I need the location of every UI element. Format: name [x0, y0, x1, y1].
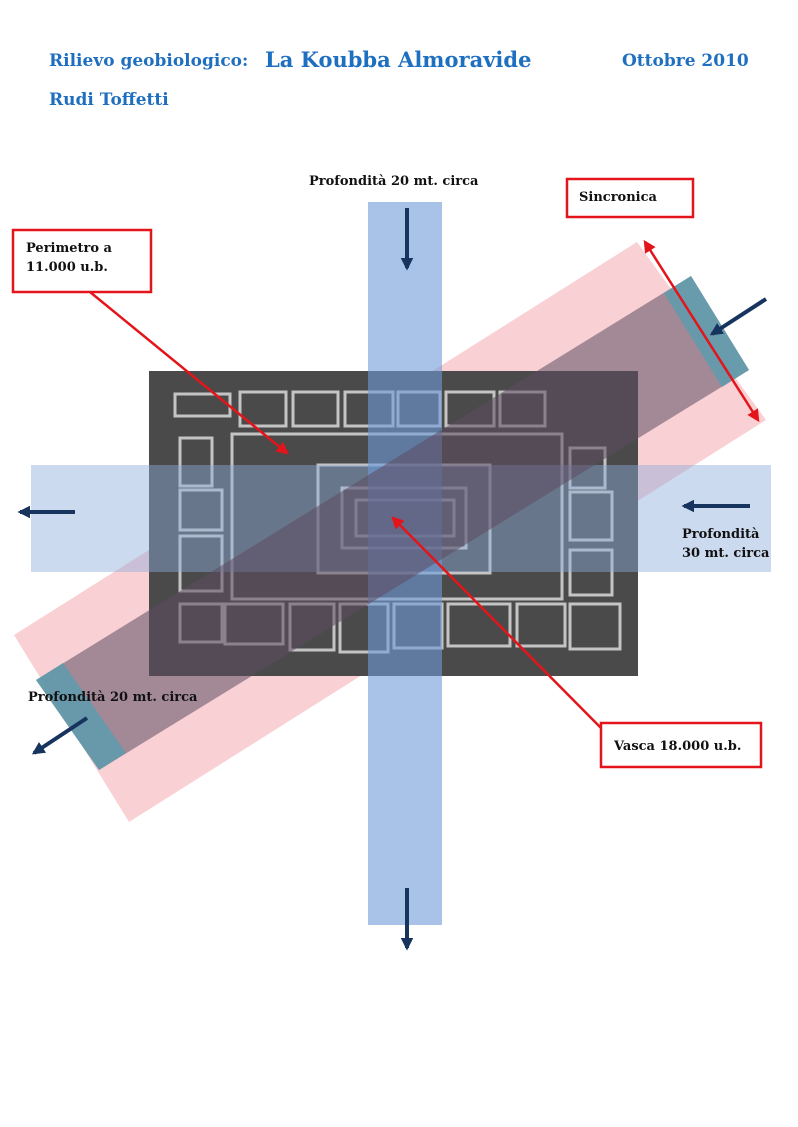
sincronica-callout-box	[565, 177, 695, 219]
sincronica-width-arrow	[643, 239, 760, 423]
vasca-label: Vasca 18.000 u.b.	[613, 739, 741, 754]
survey-label: Rilievo geobiologico:	[49, 51, 249, 71]
survey-date: Ottobre 2010	[622, 51, 749, 71]
depth-top-label: Profondità 20 mt. circa	[309, 174, 479, 189]
vasca-pointer	[391, 516, 604, 731]
arrow-diagonal-ne-icon	[709, 297, 768, 336]
vasca-callout-box	[599, 721, 763, 769]
perimetro-label-line2: 11.000 u.b.	[26, 260, 108, 275]
perimetro-label-line1: Perimetro a	[26, 241, 113, 256]
arrow-diagonal-sw-icon	[31, 716, 89, 755]
page-title: La Koubba Almoravide	[265, 47, 532, 72]
depth-right-label-line1: Profondità	[682, 527, 760, 542]
depth-left-bottom-label: Profondità 20 mt. circa	[28, 690, 198, 705]
perimetro-callout-box	[11, 228, 153, 294]
author-name: Rudi Toffetti	[49, 90, 169, 110]
sincronica-label: Sincronica	[579, 190, 658, 205]
depth-right-label-line2: 30 mt. circa	[682, 546, 770, 561]
teal-band-end-left	[36, 663, 126, 770]
perimetro-pointer	[89, 291, 289, 455]
